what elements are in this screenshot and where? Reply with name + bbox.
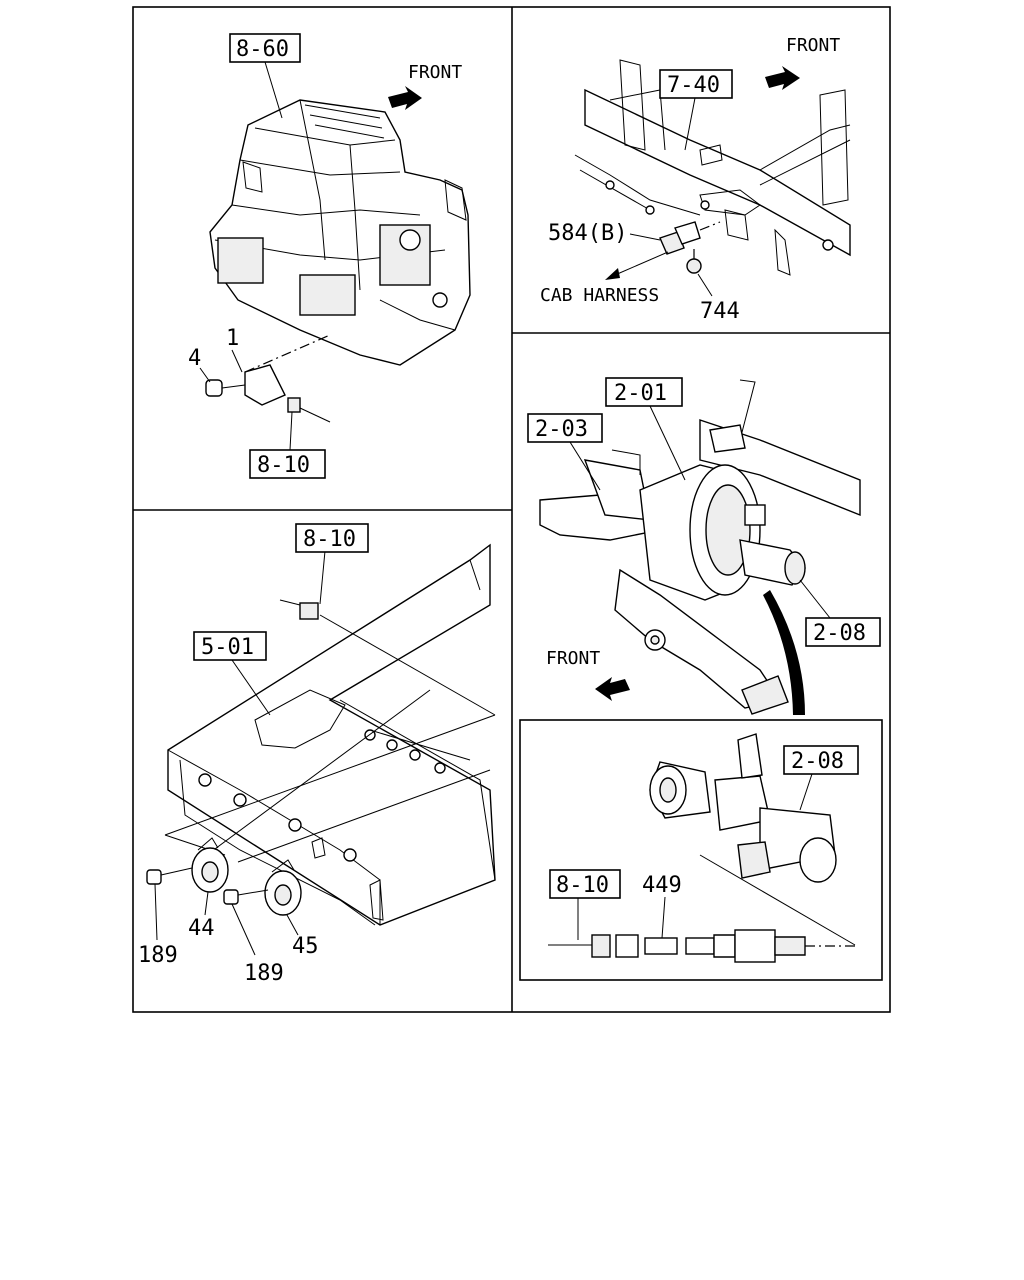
part-num-4: 4 [188,346,201,371]
ref-box-2-08-detail [783,745,859,775]
panel-crossmember: FRONT 7-40 584(B) 744 CAB HARNESS [540,35,851,324]
front-label-crossmember: FRONT [786,35,840,56]
front-arrow-icon [388,86,422,110]
horn-label-45: 45 [292,934,319,959]
bolt-left-part [146,867,193,885]
ref-box-7-40 [659,69,733,99]
brake-pedal-drawing [614,568,789,715]
switch-label-449: 449 [642,873,682,898]
ref-box-2-03 [527,413,603,443]
panel-detail: 2-08 8-10 449 [519,719,883,981]
ref-box-8-10-detail [549,869,621,899]
bolt-label-189-left: 189 [138,943,178,968]
horn-high-part [264,859,302,916]
ref-5-01: 5-01 [201,635,254,660]
ref-8-60: 8-60 [236,37,289,62]
leader-8-60 [264,61,283,119]
detail-pointer-icon [763,590,805,715]
ref-box-5-01 [193,631,267,661]
nut-label-744: 744 [700,299,740,324]
horn-low-part [191,837,229,893]
ref-2-08-detail: 2-08 [791,749,844,774]
heater-unit-drawing [209,99,471,366]
cab-harness-label: CAB HARNESS [540,285,659,306]
routing-dash-lines [164,614,496,863]
brake-switch-assembly [548,929,855,963]
ref-2-08: 2-08 [813,621,866,646]
connector-part [279,599,319,620]
bolt-label-189-right: 189 [244,961,284,986]
detail-frame [519,719,883,981]
ref-box-2-01 [605,377,683,407]
ref-8-10-horn: 8-10 [303,527,356,552]
front-arrow-icon [765,66,800,90]
front-arrow-icon [595,677,630,701]
front-label-brake: FRONT [546,648,600,669]
master-cylinder-detail-drawing [649,733,856,946]
harness-clip-part [659,221,721,255]
ref-box-8-10-heater [249,449,326,479]
master-cylinder-drawing [739,504,806,586]
bolt-right-part [223,889,269,905]
ref-box-2-08 [805,617,881,647]
connector-part [287,397,331,423]
part-num-1: 1 [226,326,239,351]
ref-8-10-heater: 8-10 [257,453,310,478]
resistor-part [244,334,331,406]
panel-brake: FRONT 2-01 2-03 2-08 [527,377,881,715]
ref-2-01: 2-01 [614,381,667,406]
front-label-heater: FRONT [408,62,462,83]
clip-label-584b: 584(B) [548,221,627,246]
nut-part [686,245,702,274]
pedal-bracket-drawing [539,379,861,541]
ref-8-10-detail: 8-10 [556,873,609,898]
brake-booster-drawing [639,464,761,601]
ref-box-8-10-horn [295,523,369,553]
panel-heater: FRONT 8-60 1 4 8-10 [188,33,471,479]
crossmember-drawing [574,59,851,276]
ref-7-40: 7-40 [667,73,720,98]
screw-part [205,379,246,397]
harness-direction-arrow-icon [605,251,669,280]
frame-rail-drawing [167,543,496,926]
panel-frame [132,6,891,1013]
panel-horn: 8-10 5-01 189 44 189 45 [138,523,496,986]
ref-2-03: 2-03 [535,417,588,442]
horn-label-44: 44 [188,916,215,941]
